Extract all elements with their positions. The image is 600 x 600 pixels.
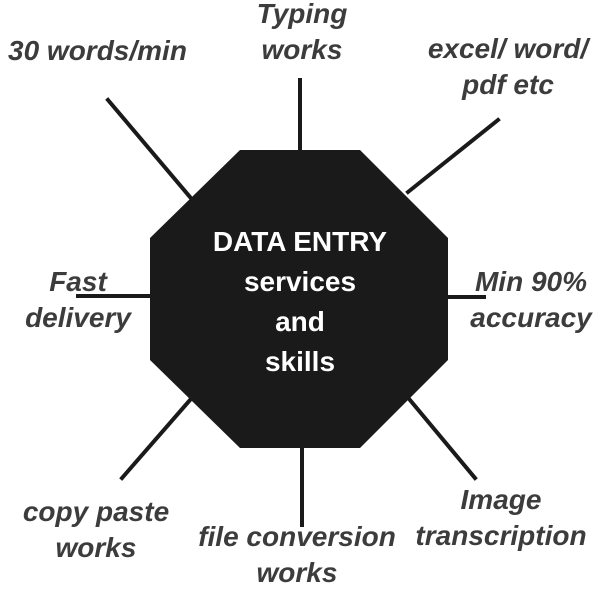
- center-title-line: and: [275, 306, 325, 337]
- node-typing-works: Typing works: [222, 0, 382, 68]
- spoke-image: [407, 397, 478, 481]
- node-words-per-min: 30 words/min: [8, 33, 187, 69]
- node-fast-delivery: Fast delivery: [8, 264, 148, 336]
- spoke-excel: [405, 117, 501, 195]
- node-line: transcription: [415, 520, 587, 551]
- node-min-accuracy: Min 90% accuracy: [456, 264, 600, 336]
- node-line: works: [55, 532, 137, 563]
- center-title-line: services: [243, 266, 357, 297]
- node-line: Image: [460, 484, 542, 515]
- node-line: file conversion: [198, 521, 396, 552]
- node-line: Typing: [256, 0, 348, 29]
- node-line: excel/ word/: [427, 33, 589, 64]
- node-file-conversion-works: file conversion works: [182, 519, 412, 591]
- center-octagon: [150, 150, 448, 448]
- node-line: copy paste: [22, 496, 170, 527]
- spoke-copy: [119, 397, 193, 481]
- node-line: Min 90%: [474, 266, 588, 297]
- center-title-line: DATA ENTRY: [212, 226, 388, 257]
- node-line: works: [256, 557, 338, 588]
- node-line: Fast: [49, 266, 107, 297]
- center-title-line: skills: [264, 346, 336, 377]
- node-line: works: [261, 34, 343, 65]
- node-excel-word-pdf: excel/ word/ pdf etc: [408, 31, 600, 103]
- spoke-speed: [105, 97, 193, 200]
- node-copy-paste-works: copy paste works: [8, 494, 184, 566]
- node-line: delivery: [25, 302, 131, 333]
- center-title: DATA ENTRY services and skills: [180, 222, 420, 382]
- node-line: pdf etc: [462, 69, 554, 100]
- node-line: accuracy: [470, 302, 592, 333]
- node-line: 30 words/min: [8, 35, 187, 66]
- node-image-transcription: Image transcription: [406, 482, 596, 554]
